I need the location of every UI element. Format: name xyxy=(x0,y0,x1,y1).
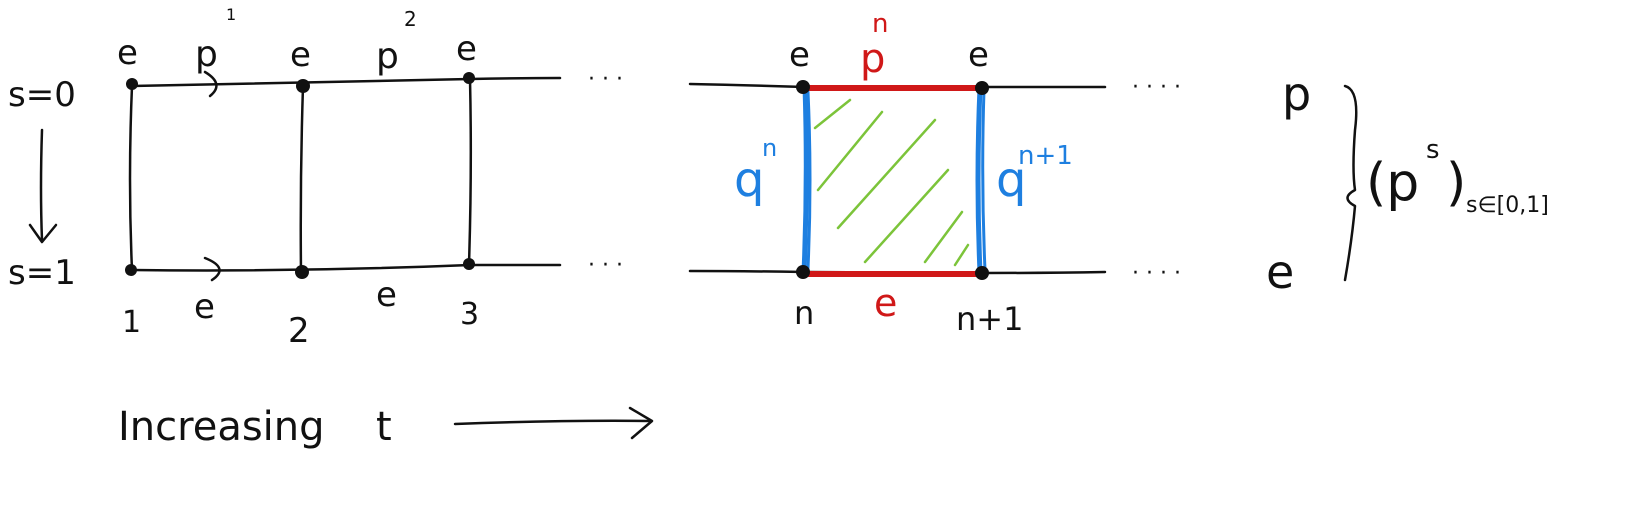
label-s0: s=0 xyxy=(8,75,76,115)
label-top-p1-sup: 1 xyxy=(226,5,236,24)
vertex-top-n xyxy=(796,80,810,94)
label-family-sup: s xyxy=(1426,135,1440,165)
label-top-e2: e xyxy=(290,35,311,75)
arrow-top-p1 xyxy=(203,70,218,98)
label-top-p2-sup: 2 xyxy=(404,7,417,31)
label-top-en: e xyxy=(789,35,810,75)
vertex-bottom-n xyxy=(796,265,810,279)
blue-right-edge xyxy=(975,85,983,275)
label-top-p1: p xyxy=(195,34,218,75)
blue-left-edge-2 xyxy=(806,90,812,270)
label-top-pn: p xyxy=(860,36,885,82)
ellipsis-top-right: · · · · xyxy=(1132,75,1181,100)
s-arrow-head xyxy=(28,223,58,244)
label-bottom-n: n xyxy=(794,294,814,332)
label-top-p2: p xyxy=(376,36,399,77)
label-top-p-end: p xyxy=(1282,67,1311,121)
ellipsis-bottom: · · · xyxy=(588,253,623,278)
increasing-t-arrow xyxy=(453,419,652,426)
vertex-top-n1 xyxy=(975,81,989,95)
vertical-edge-2 xyxy=(299,84,305,274)
blue-right-edge-2 xyxy=(981,88,987,272)
label-bottom-2: 2 xyxy=(288,311,310,351)
vertex-bottom-1 xyxy=(125,264,137,276)
ellipsis-top: · · · xyxy=(588,67,623,92)
label-bottom-1: 1 xyxy=(122,305,141,340)
label-q-n1: q xyxy=(996,152,1026,208)
label-top-pn-sup: n xyxy=(872,9,888,39)
label-top-en1: e xyxy=(968,35,989,75)
top-path-line-left xyxy=(130,76,562,88)
vertex-top-3 xyxy=(463,72,475,84)
right-brace xyxy=(1343,84,1358,282)
vertical-edge-1 xyxy=(128,84,134,272)
label-q-n: q xyxy=(734,152,764,208)
label-top-e3: e xyxy=(456,29,477,69)
label-t: t xyxy=(376,404,392,450)
label-s1: s=1 xyxy=(8,253,76,293)
label-q-n-sup: n xyxy=(762,134,777,162)
vertical-edge-3 xyxy=(467,77,473,266)
vertices xyxy=(125,72,989,280)
arrow-bottom-e xyxy=(203,256,221,282)
label-family-close: ) xyxy=(1446,153,1466,213)
label-bottom-n1: n+1 xyxy=(956,300,1023,338)
label-bottom-e-end: e xyxy=(1266,245,1294,299)
vertex-bottom-n1 xyxy=(975,266,989,280)
vertex-bottom-2 xyxy=(295,265,309,279)
label-top-e1: e xyxy=(117,33,138,73)
label-bottom-e-n: e xyxy=(874,281,897,325)
s-direction-arrow xyxy=(39,128,44,242)
vertex-top-1 xyxy=(126,78,138,90)
vertex-top-2 xyxy=(296,79,310,93)
green-hatch xyxy=(813,98,970,267)
label-bottom-3: 3 xyxy=(460,297,479,332)
vertex-bottom-3 xyxy=(463,258,475,270)
label-bottom-e-mid2: e xyxy=(376,275,397,315)
increasing-t-arrow-head xyxy=(628,406,654,440)
label-family-open: (p xyxy=(1366,153,1419,213)
blue-left-edge xyxy=(801,83,809,275)
label-increasing: Increasing xyxy=(118,404,325,450)
label-q-n1-sup: n+1 xyxy=(1018,141,1073,171)
label-family-sub: s∈[0,1] xyxy=(1466,193,1549,218)
label-bottom-e-mid1: e xyxy=(194,287,215,327)
bottom-path-line-left xyxy=(130,263,562,272)
ellipsis-bottom-right: · · · · xyxy=(1132,261,1181,286)
